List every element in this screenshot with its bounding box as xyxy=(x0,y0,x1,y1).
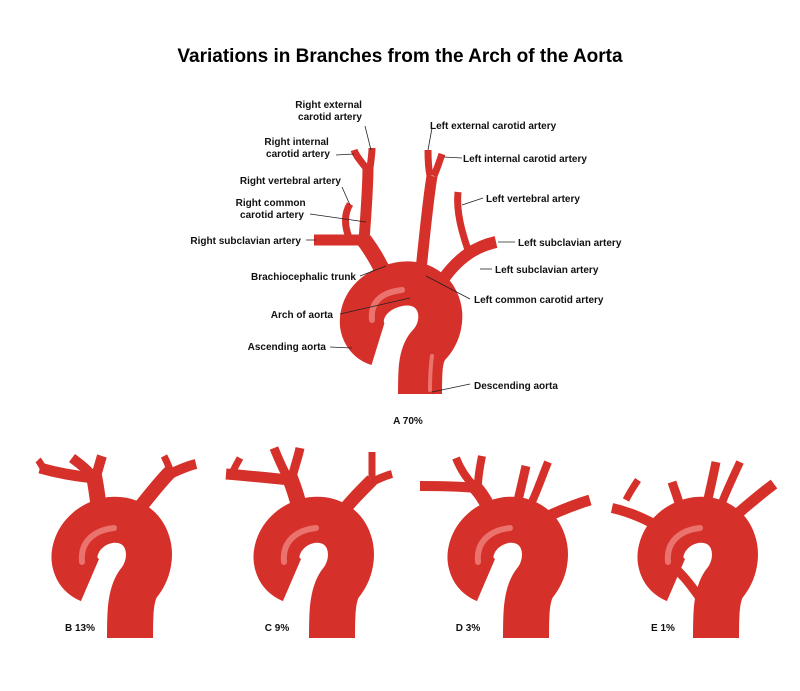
variant-e-illustration xyxy=(610,460,778,639)
label-right-external-carotid: Right external carotid artery xyxy=(295,100,364,123)
variant-c-illustration xyxy=(225,446,394,639)
label-descending-aorta: Descending aorta xyxy=(474,381,558,392)
label-left-common-carotid: Left common carotid artery xyxy=(474,295,604,306)
label-right-subclavian: Right subclavian artery xyxy=(190,236,301,247)
label-left-internal-carotid: Left internal carotid artery xyxy=(463,154,587,165)
label-left-vertebral: Left vertebral artery xyxy=(486,194,580,205)
caption-variant-c: C 9% xyxy=(265,623,290,634)
label-right-common-carotid: Right common carotid artery xyxy=(236,198,309,221)
caption-variant-a: A 70% xyxy=(393,416,423,427)
variant-d-illustration xyxy=(419,455,592,639)
caption-variant-e: E 1% xyxy=(651,623,675,634)
caption-variant-d: D 3% xyxy=(456,623,481,634)
leader-lines xyxy=(306,125,515,393)
label-left-subclavian-2: Left subclavian artery xyxy=(495,265,599,276)
label-left-external-carotid: Left external carotid artery xyxy=(430,121,557,132)
label-left-subclavian-1: Left subclavian artery xyxy=(518,238,622,249)
label-arch-of-aorta: Arch of aorta xyxy=(271,310,334,321)
label-right-vertebral: Right vertebral artery xyxy=(240,176,342,187)
label-brachiocephalic-trunk: Brachiocephalic trunk xyxy=(251,272,356,283)
caption-variant-b: B 13% xyxy=(65,623,95,634)
anatomy-labels: Right external carotid artery Right inte… xyxy=(190,100,621,392)
label-ascending-aorta: Ascending aorta xyxy=(248,342,327,353)
label-right-internal-carotid: Right internal carotid artery xyxy=(264,137,331,160)
page-title: Variations in Branches from the Arch of … xyxy=(177,46,623,67)
variant-a-illustration xyxy=(314,147,498,395)
variant-b-illustration xyxy=(35,454,198,639)
